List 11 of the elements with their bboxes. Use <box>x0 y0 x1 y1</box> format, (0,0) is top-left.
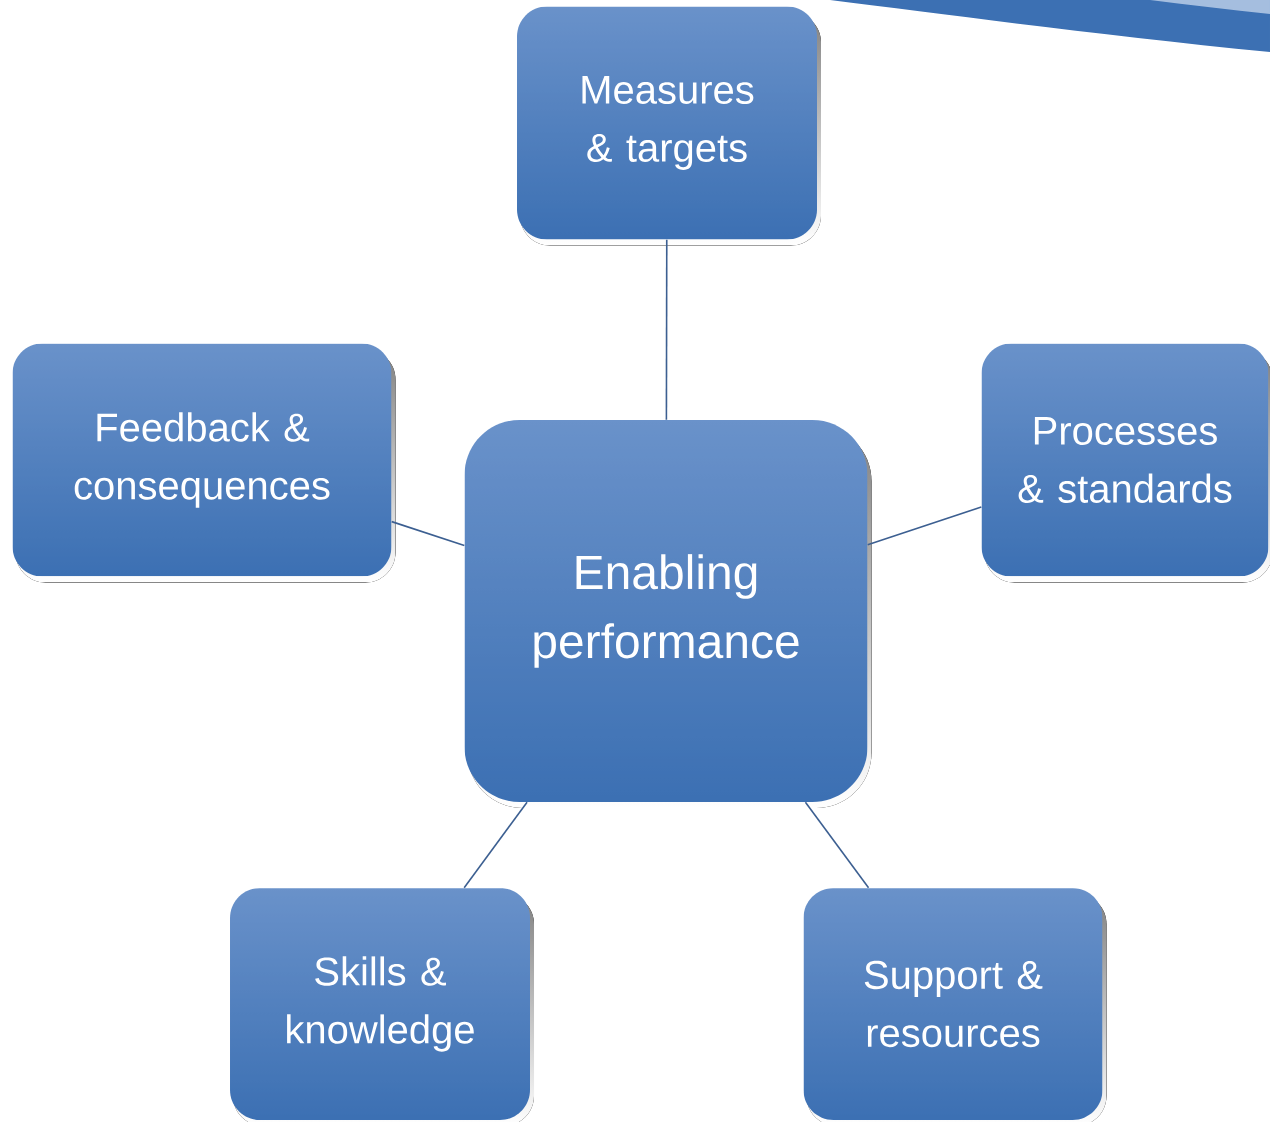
rounded-box: Feedback & consequences <box>12 343 396 583</box>
connector-line <box>390 520 466 547</box>
rounded-box: Skills & knowledge <box>230 888 534 1122</box>
center-box: Enabling performance <box>464 420 872 808</box>
rounded-box: Processes & standards <box>981 343 1270 583</box>
connector-line <box>804 801 870 889</box>
connector-line <box>866 506 983 546</box>
rounded-box: Measures & targets <box>517 6 821 246</box>
rounded-box: Support & resources <box>803 888 1107 1122</box>
connector-line <box>665 238 668 421</box>
connector-line <box>463 801 528 889</box>
